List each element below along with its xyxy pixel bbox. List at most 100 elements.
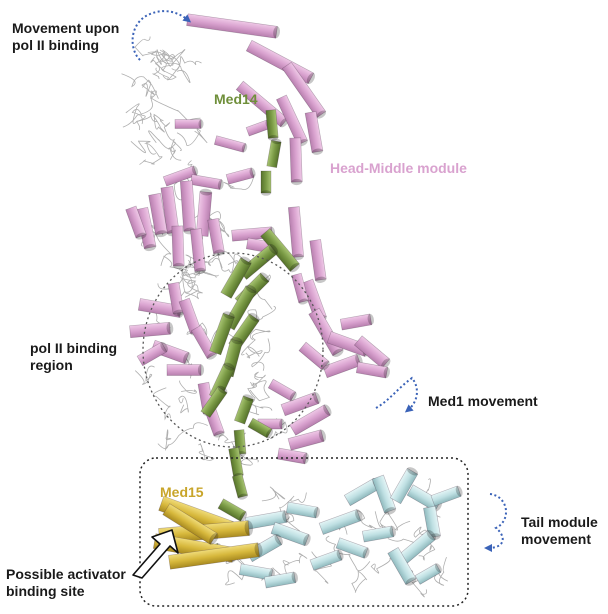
helix-cylinder [276,447,309,465]
coil-loop [134,365,155,385]
helix-cylinder [166,364,205,376]
coil-loop [379,511,411,531]
coil-loop [282,552,308,566]
med14-label: Med14 [214,91,258,107]
helix-cylinder [339,313,374,331]
activator-site-label: Possible activator binding site [6,566,126,599]
coil-loop [148,130,182,161]
head-middle-module-helices [125,13,391,465]
helix-cylinder [266,138,282,169]
coil-loop [130,140,157,155]
pol-ii-binding-region-circle [142,252,324,448]
helix-cylinder [244,510,290,530]
coil-loop [413,526,433,538]
helix-cylinder [270,521,311,547]
med15-label: Med15 [160,484,204,500]
helix-cylinder [162,165,199,187]
tail-module-helices [238,467,463,589]
coil-loop [150,49,174,73]
helix-cylinder [238,244,278,280]
helix-cylinder [371,474,397,515]
helix-cylinder [289,137,303,186]
rotation-arrow-icon [131,10,192,61]
helix-cylinder [298,341,330,371]
helix-cylinder [190,228,206,275]
coil-loop [157,422,208,450]
helix-cylinder [125,205,147,240]
helix-cylinder [171,225,185,270]
movement-label: Movement upon pol II binding [12,20,120,53]
head-middle-label: Head-Middle module [330,160,467,176]
hollow-arrow-icon [132,529,179,579]
helix-cylinder [167,281,185,316]
med1-movement-label: Med1 movement [428,393,538,409]
helix-cylinder [288,206,304,261]
coil-loop [141,83,159,99]
helix-cylinder [430,485,463,507]
coil-loop [121,73,152,88]
helix-cylinder [231,473,249,500]
helix-cylinder [353,335,391,369]
coil-loop [147,49,186,66]
helix-cylinder [148,192,168,238]
coil-loop [252,371,266,389]
helix-cylinder [414,563,442,585]
helix-cylinder [304,111,324,155]
helix-cylinder [162,503,219,545]
helix-cylinder [209,311,235,356]
coil-loop [325,535,371,572]
coil-loop [241,328,271,356]
helix-cylinder [179,180,197,235]
helix-cylinder [225,167,256,185]
coil-loop [351,570,368,593]
coil-loop [434,556,448,586]
helix-cylinder [280,391,321,417]
coil-loop [156,49,191,83]
coil-loop [251,338,271,371]
helix-cylinder [289,404,332,436]
helix-cylinder [174,119,204,129]
helix-cylinder [136,341,168,367]
coil-loop [153,387,171,421]
helix-cylinder [186,13,280,39]
coil-loop [261,486,286,502]
coil-loop [139,142,163,165]
coil-loop [168,141,182,160]
helix-cylinder [129,321,174,339]
helix-cylinder [200,385,228,418]
rotation-arrow-icon [484,493,507,552]
helix-cylinder [335,537,370,559]
rotation-arrow-icon [375,376,418,413]
helix-cylinder [309,549,344,571]
helix-cylinder [213,135,248,153]
helix-cylinder [168,542,263,570]
coil-loop [223,174,255,190]
coil-loop [214,220,230,238]
coil-loop [179,380,197,394]
helix-cylinder [285,501,320,519]
helix-cylinder [267,378,297,402]
helix-cylinder [389,467,419,505]
helix-cylinder [355,361,390,379]
helix-cylinder [263,571,298,589]
coil-loop [163,255,197,284]
helix-cylinder [195,188,213,237]
coil-loop [182,278,203,300]
coil-loop [242,381,257,404]
helix-cylinder [287,429,327,451]
tail-movement-label: Tail module movement [521,514,598,547]
helix-cylinder [207,217,225,256]
coil-loop [176,128,208,146]
helix-cylinder [234,394,254,425]
coil-loop [374,511,419,548]
coil-loop [198,442,215,461]
coil-loop [134,36,157,57]
helix-cylinder [281,61,327,119]
helix-cylinder [260,170,272,196]
coil-loop [418,540,436,561]
coil-loop [131,108,146,131]
helix-cylinder [361,525,396,543]
coil-loop [165,429,172,451]
